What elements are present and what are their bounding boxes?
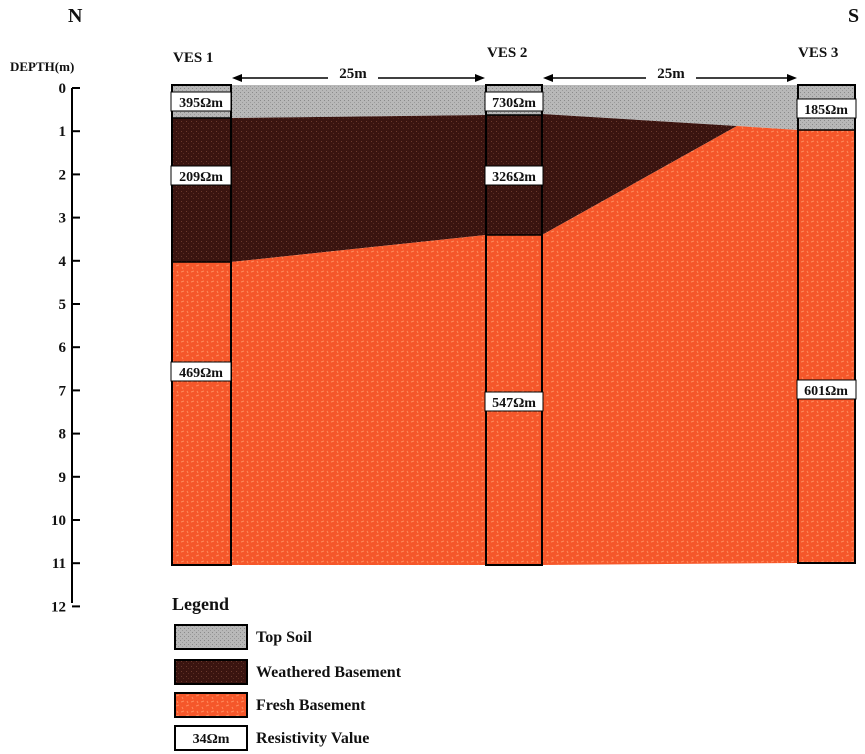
res-ves1-fresh: 469Ωm xyxy=(179,366,223,381)
res-ves3-topsoil: 185Ωm xyxy=(804,103,848,118)
south-label: S xyxy=(848,5,859,27)
spacing-label-1: 25m xyxy=(339,66,367,82)
legend-label-top-soil: Top Soil xyxy=(256,629,312,646)
station-name-ves2: VES 2 xyxy=(487,45,527,61)
fresh-panel-1 xyxy=(231,235,486,565)
ves2-column xyxy=(485,84,543,566)
depth-tick-label: 8 xyxy=(59,427,67,443)
res-ves2-weathered: 326Ωm xyxy=(492,170,536,185)
depth-tick-label: 3 xyxy=(59,211,67,227)
station-name-ves3: VES 3 xyxy=(798,45,838,61)
fresh-panel-2 xyxy=(542,126,798,565)
depth-tick-label: 1 xyxy=(59,124,67,140)
depth-tick-label: 12 xyxy=(51,599,66,615)
res-ves3-fresh: 601Ωm xyxy=(804,384,848,399)
station-name-ves1: VES 1 xyxy=(173,50,213,66)
legend-title: Legend xyxy=(172,594,229,614)
spacing-label-2: 25m xyxy=(657,66,685,82)
resistivity-labels: 395Ωm 209Ωm 469Ωm 730Ωm 326Ωm 547Ωm 185Ω… xyxy=(170,91,857,412)
depth-tick-label: 9 xyxy=(59,470,67,486)
depth-tick-label: 10 xyxy=(51,513,66,529)
spacing-arrow-1: 25m xyxy=(232,66,485,82)
res-ves1-weathered: 209Ωm xyxy=(179,170,223,185)
res-ves1-topsoil: 395Ωm xyxy=(179,96,223,111)
north-label: N xyxy=(68,5,83,27)
depth-tick-label: 5 xyxy=(59,297,67,313)
top-soil-panel-2 xyxy=(542,85,798,130)
legend-swatch-top-soil xyxy=(174,624,248,650)
top-soil-panel-1 xyxy=(231,85,486,118)
depth-tick-label: 6 xyxy=(59,340,67,356)
depth-axis-label: DEPTH(m) xyxy=(10,59,74,74)
depth-tick-label: 2 xyxy=(59,167,67,183)
layer-panels xyxy=(231,85,798,565)
res-ves2-topsoil: 730Ωm xyxy=(492,96,536,111)
legend-swatch-resistivity xyxy=(174,725,248,751)
depth-tick-label: 0 xyxy=(59,81,67,97)
legend-sample-resistivity: 34Ωm xyxy=(193,732,230,747)
legend-label-resistivity: Resistivity Value xyxy=(256,730,369,747)
ves3-column xyxy=(797,84,856,564)
spacing-arrow-2: 25m xyxy=(543,66,797,82)
res-ves2-fresh: 547Ωm xyxy=(492,396,536,411)
depth-tick-label: 11 xyxy=(52,556,66,572)
ves1-column xyxy=(171,84,232,566)
legend-swatch-weathered xyxy=(174,659,248,685)
legend-label-fresh: Fresh Basement xyxy=(256,697,366,714)
depth-tick-label: 4 xyxy=(59,254,67,270)
legend-label-weathered: Weathered Basement xyxy=(256,664,402,681)
depth-tick-label: 7 xyxy=(59,383,67,399)
legend: Legend Top Soil Weathered Basement Fresh… xyxy=(172,594,402,751)
weathered-panel-2 xyxy=(542,114,737,235)
legend-swatch-fresh xyxy=(174,692,248,718)
weathered-panel-1 xyxy=(231,115,486,262)
